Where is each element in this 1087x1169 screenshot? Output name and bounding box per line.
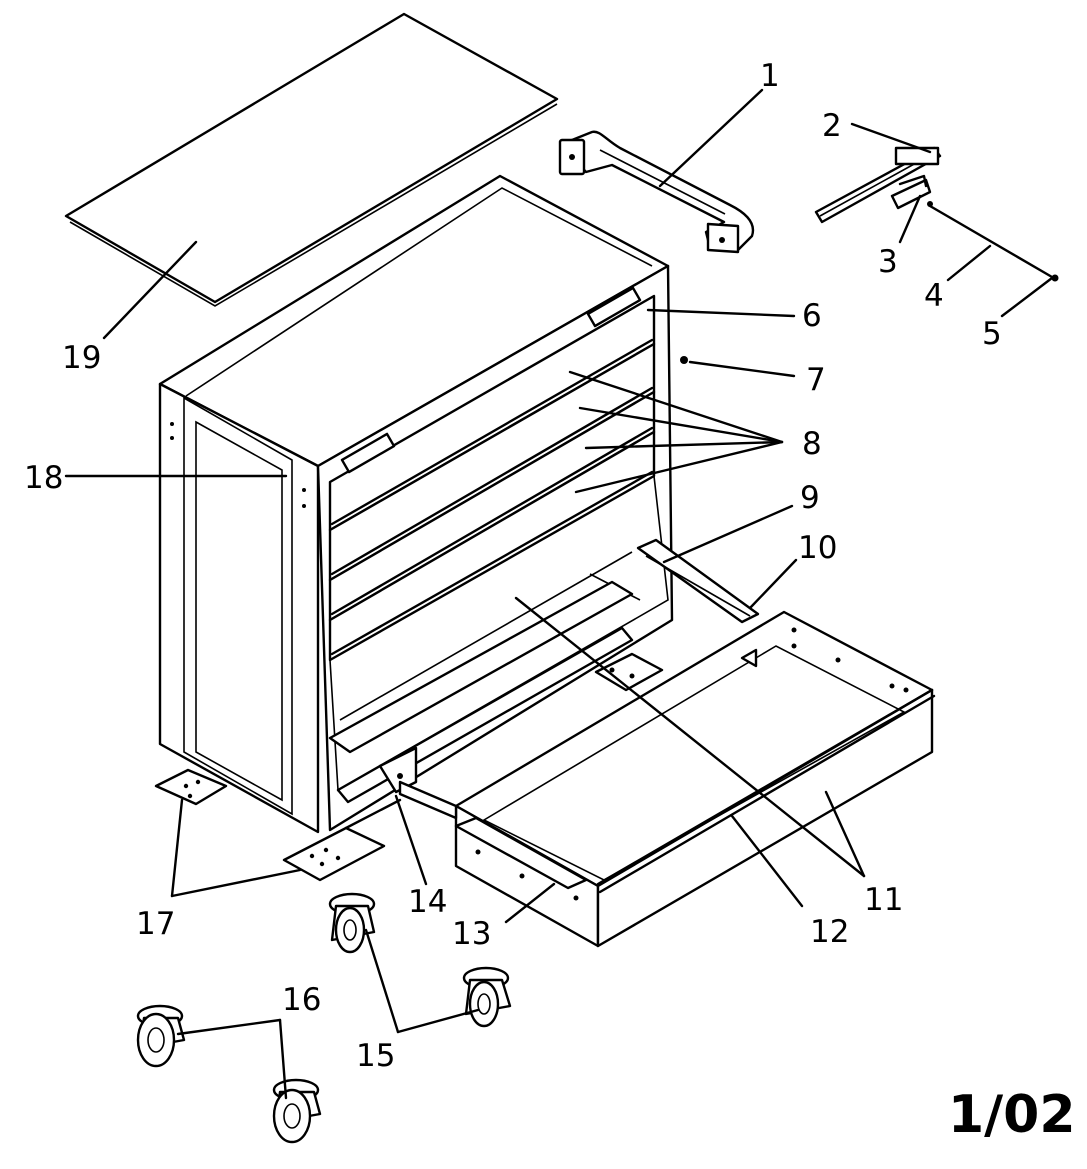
callout-15: 15 [356, 1038, 395, 1074]
callout-labels: 1 2 3 4 5 6 7 8 9 10 11 12 13 14 15 16 1… [24, 58, 1002, 1074]
callout-9: 9 [800, 480, 820, 516]
callout-18: 18 [24, 460, 63, 496]
callout-5: 5 [982, 316, 1002, 352]
caster-15b [462, 966, 512, 1028]
page-number: 1/02 [948, 1085, 1076, 1145]
callout-2: 2 [822, 108, 842, 144]
caster-16a [136, 1004, 186, 1068]
callout-16: 16 [282, 982, 321, 1018]
open-drawer-part [454, 538, 936, 948]
callout-6: 6 [802, 298, 822, 334]
callout-14: 14 [408, 884, 447, 920]
caster-16b [272, 1078, 322, 1144]
callout-10: 10 [798, 530, 837, 566]
callout-19: 19 [62, 340, 101, 376]
callout-12: 12 [810, 914, 849, 950]
callout-11: 11 [864, 882, 903, 918]
caster-15a [328, 892, 376, 954]
callout-7: 7 [806, 362, 826, 398]
callout-1: 1 [760, 58, 780, 94]
callout-4: 4 [924, 278, 944, 314]
base-bracket-part [154, 768, 402, 882]
callout-8: 8 [802, 426, 822, 462]
callout-3: 3 [878, 244, 898, 280]
cabinet-body [158, 174, 688, 834]
caster-wheels-part [136, 892, 512, 1144]
slide-assembly-part [814, 146, 1059, 282]
leader-lines [64, 88, 1054, 1100]
bottom-rail-part [328, 580, 664, 820]
callout-13: 13 [452, 916, 491, 952]
callout-17: 17 [136, 906, 175, 942]
